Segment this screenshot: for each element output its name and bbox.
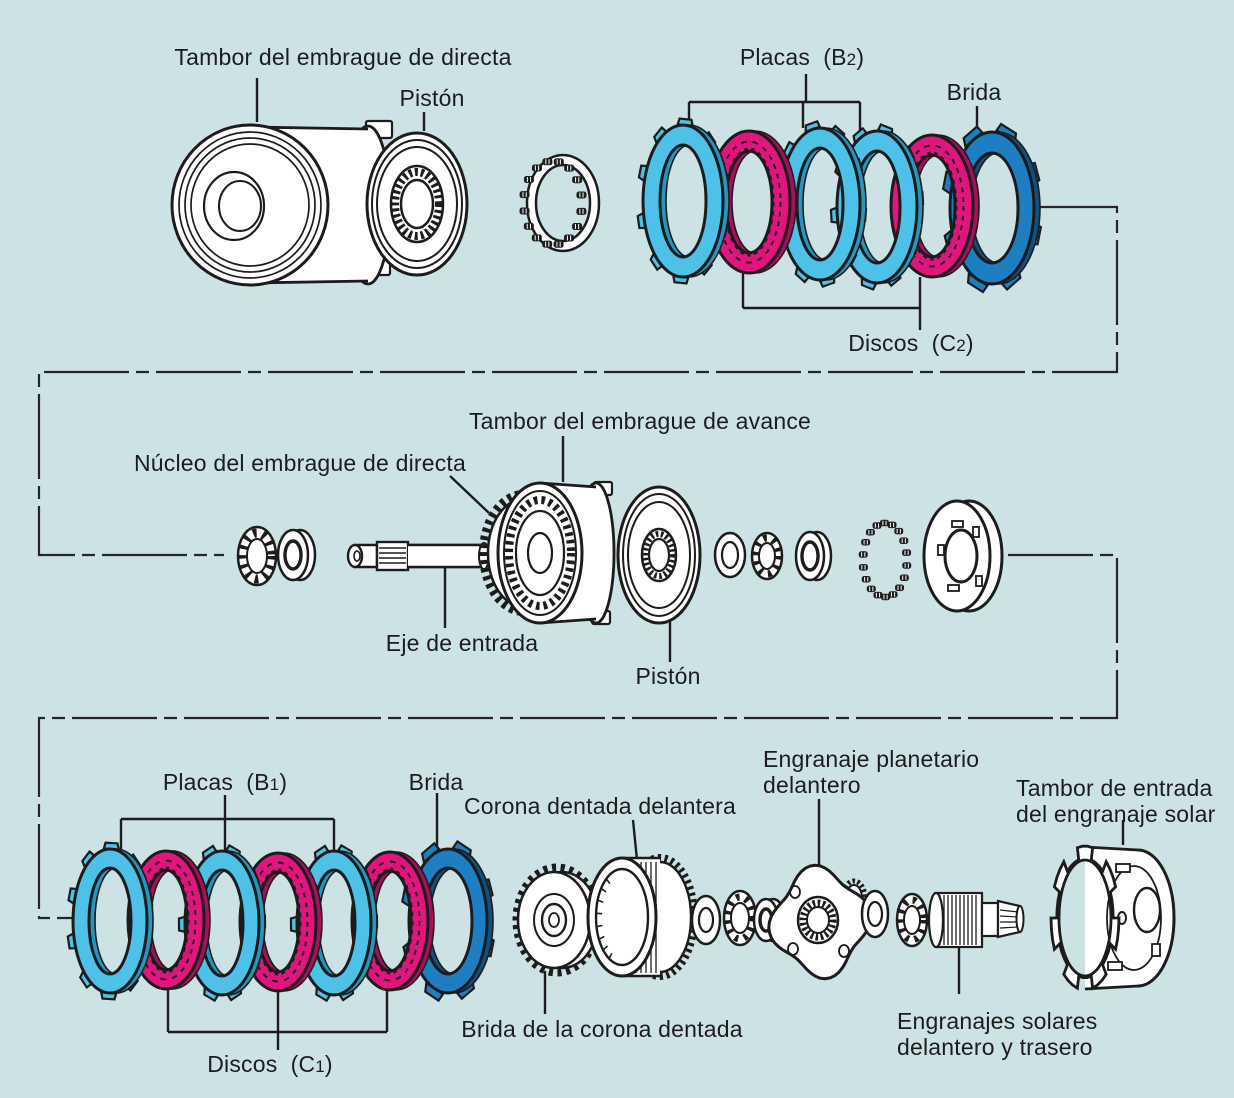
roller-retainer — [519, 153, 601, 253]
label-sun-gear-input-drum: Tambor de entrada del engranaje solar — [1016, 775, 1216, 827]
label-discos-c2-pre: Discos (C — [848, 330, 957, 356]
label-discos-c1-pre: Discos (C — [207, 1051, 316, 1077]
forward-clutch-piston — [616, 485, 702, 625]
forward-clutch-drum — [496, 480, 616, 626]
label-discos-c2: Discos (C2) — [848, 330, 974, 359]
clutch-pack-b1 — [66, 839, 495, 1003]
label-input-shaft: Eje de entrada — [385, 630, 539, 656]
needle-roller-cage — [858, 519, 912, 601]
clutch-pack-b2 — [636, 117, 1043, 294]
sun-gear-input-drum — [1049, 844, 1176, 991]
label-placas-b2-post: ) — [856, 44, 865, 70]
thrust-bearing-bottom-1 — [722, 889, 758, 947]
washer-bottom-1 — [690, 894, 722, 946]
washer-bottom-3 — [860, 889, 890, 939]
label-discos-c2-sub: 2 — [956, 336, 966, 355]
label-placas-b2: Placas (B2) — [740, 44, 864, 73]
front-planetary-gear — [767, 863, 873, 981]
label-placas-b2-pre: Placas (B — [739, 44, 847, 70]
label-placas-b2-sub: 2 — [846, 50, 857, 69]
thrust-bearing-left — [236, 525, 278, 587]
thrust-bearing-middle — [750, 531, 784, 581]
label-piston-top: Pistón — [399, 85, 465, 111]
label-discos-c1-sub: 1 — [315, 1057, 325, 1076]
slotted-thrust-race — [922, 499, 1004, 613]
washer-middle-2 — [794, 530, 833, 582]
label-discos-c1-post: ) — [324, 1051, 333, 1077]
direct-clutch-piston — [365, 131, 469, 277]
label-brida-top: Brida — [946, 79, 1002, 105]
washer-middle-1 — [713, 531, 747, 579]
label-direct-clutch-hub: Núcleo del embrague de directa — [133, 450, 467, 476]
label-discos-c2-post: ) — [965, 330, 974, 356]
leader-lines — [119, 74, 1125, 1050]
label-placas-b1-pre: Placas (B — [162, 769, 270, 795]
label-placas-b1-sub: 1 — [269, 775, 280, 794]
sun-gears — [927, 891, 1025, 949]
label-sun-gears: Engranajes solares delantero y trasero — [897, 1008, 1098, 1060]
label-brida-bottom: Brida — [408, 769, 464, 795]
ring-gear-flange — [512, 863, 602, 977]
label-placas-b1: Placas (B1) — [163, 769, 287, 798]
label-front-ring-gear: Corona dentada delantera — [463, 793, 737, 819]
label-piston-middle: Pistón — [635, 663, 701, 689]
label-ring-gear-flange: Brida de la corona dentada — [461, 1016, 743, 1042]
thrust-bearing-bottom-2 — [895, 892, 929, 948]
label-discos-c1: Discos (C1) — [207, 1051, 333, 1080]
front-ring-gear — [586, 854, 698, 980]
label-forward-clutch-drum: Tambor del embrague de avance — [468, 408, 812, 434]
connector-lines — [37, 205, 1119, 920]
bearing-race-left — [276, 528, 317, 582]
label-front-planetary-gear: Engranaje planetario delantero — [763, 746, 980, 798]
label-placas-b1-post: ) — [279, 769, 288, 795]
label-direct-clutch-drum: Tambor del embrague de directa — [174, 44, 512, 70]
